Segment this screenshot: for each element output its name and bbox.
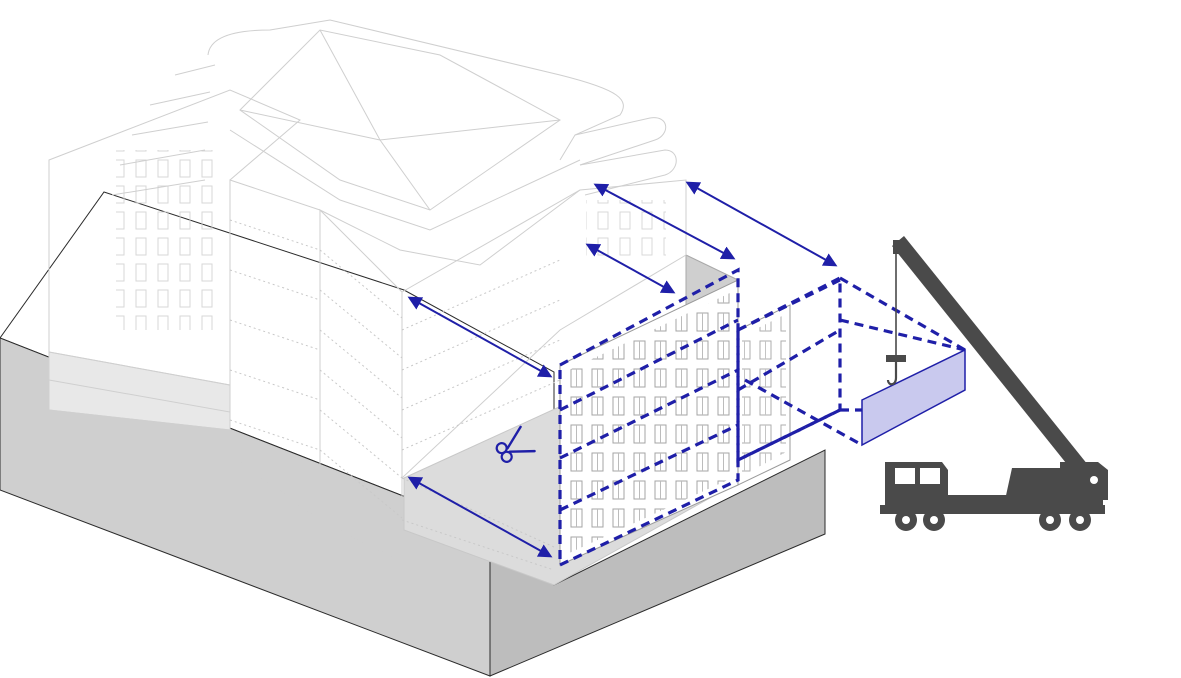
relocation-arrows <box>407 181 838 558</box>
floor-line <box>401 259 561 331</box>
floor-line <box>229 319 321 351</box>
scissors-icon <box>495 425 536 463</box>
terrace-edges <box>111 64 216 196</box>
wheel-hub <box>902 516 910 524</box>
terrace-rings <box>207 19 624 161</box>
floor-line <box>229 369 321 401</box>
module-outline-main <box>558 267 740 568</box>
arrow-bottom <box>407 476 553 558</box>
module-depth-base <box>744 378 863 447</box>
crane-truck-icon <box>880 236 1108 531</box>
lifted-module <box>861 348 966 447</box>
hook-block <box>886 355 906 362</box>
historic-facade <box>559 279 791 566</box>
module-depth-top <box>839 276 966 352</box>
floor-line <box>401 379 561 451</box>
facade-module-grid <box>558 267 966 568</box>
roof-ridge <box>379 139 431 211</box>
bay-windows <box>742 314 786 476</box>
turret-pivot <box>1090 476 1098 484</box>
module-depth <box>839 318 966 352</box>
boom-tip <box>893 240 901 254</box>
truck-wheels <box>895 509 1091 531</box>
module-divider <box>559 318 739 412</box>
upper-floor-line <box>319 189 581 266</box>
module-mid-link <box>737 328 841 392</box>
truck-chassis <box>880 505 1105 514</box>
arrow-top-mid <box>593 183 736 260</box>
wheel-hub <box>930 516 938 524</box>
module-divider <box>559 368 739 460</box>
terrace-right <box>579 149 677 196</box>
roof-ridge <box>239 109 381 141</box>
lifted-module-front <box>861 348 966 447</box>
arrow-upper <box>585 243 676 294</box>
crane-cabin <box>1005 468 1064 500</box>
hook-icon <box>886 362 898 386</box>
cab-window <box>920 468 940 484</box>
floor-line <box>229 269 321 301</box>
module-low-link <box>737 408 841 462</box>
tower-front <box>319 208 403 563</box>
wheel-hub <box>1076 516 1084 524</box>
crane-turret <box>1060 462 1108 500</box>
floor-line <box>229 419 321 451</box>
floor-line <box>229 219 321 251</box>
terrace-right <box>574 117 667 166</box>
arrow-middle <box>407 296 553 378</box>
roof-eave <box>229 129 581 231</box>
cab-window <box>895 468 915 484</box>
crane-boom <box>892 236 1092 478</box>
module-divider <box>559 423 739 512</box>
left-wing-windows <box>116 150 216 330</box>
wheel-hub <box>1046 516 1054 524</box>
arrow-top-right <box>685 181 838 267</box>
